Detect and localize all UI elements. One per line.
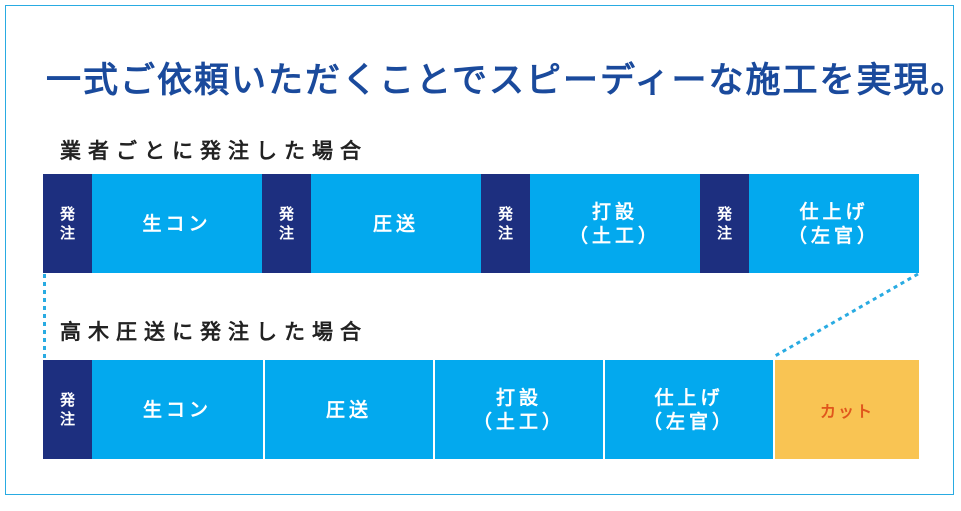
cut-box: カット [773, 360, 919, 459]
outer-frame [5, 5, 954, 495]
order-tag-char: 発 [59, 204, 75, 223]
step-finishing: 仕上げ （左官） [603, 360, 773, 459]
step-label: 打設 [591, 200, 638, 223]
step-pumping: 圧送 [311, 174, 481, 273]
step-label: 生コン [142, 212, 212, 235]
order-tag-char: 発 [497, 204, 513, 223]
step-placing: 打設 （土工） [530, 174, 700, 273]
step-label: 圧送 [325, 398, 372, 421]
order-tag-char: 注 [497, 223, 513, 242]
step-ready-mix: 生コン [92, 174, 262, 273]
order-tag: 発 注 [262, 174, 311, 273]
step-pumping: 圧送 [263, 360, 433, 459]
step-sublabel: （土工） [472, 410, 565, 433]
step-placing: 打設 （土工） [433, 360, 603, 459]
takagi-row: 発 注 生コン 圧送 打設 （土工） 仕上げ （左官） カット [43, 360, 919, 459]
step-label: 生コン [142, 398, 212, 421]
per-contractor-row: 発 注 生コン 発 注 圧送 発 注 打設 （土工） 発 注 仕上げ （左官） [43, 174, 919, 273]
step-label: 圧送 [372, 212, 419, 235]
step-label: 仕上げ [654, 386, 724, 409]
cut-label: カット [819, 401, 874, 421]
section-title-per-contractor: 業者ごとに発注した場合 [60, 138, 368, 163]
step-label: 打設 [495, 386, 542, 409]
order-tag-char: 注 [716, 223, 732, 242]
order-tag-char: 発 [278, 204, 294, 223]
order-tag-char: 発 [59, 390, 75, 409]
step-finishing: 仕上げ （左官） [749, 174, 919, 273]
headline: 一式ご依頼いただくことでスピーディーな施工を実現。 [46, 60, 961, 101]
order-tag-char: 注 [278, 223, 294, 242]
step-ready-mix: 生コン [92, 360, 263, 459]
order-tag-char: 発 [716, 204, 732, 223]
step-sublabel: （左官） [642, 410, 735, 433]
order-tag: 発 注 [43, 360, 92, 459]
order-tag: 発 注 [700, 174, 749, 273]
order-tag: 発 注 [481, 174, 530, 273]
order-tag: 発 注 [43, 174, 92, 273]
order-tag-char: 注 [59, 409, 75, 428]
step-label: 仕上げ [799, 200, 869, 223]
section-title-takagi: 高木圧送に発注した場合 [60, 319, 368, 344]
step-sublabel: （土工） [568, 224, 661, 247]
order-tag-char: 注 [59, 223, 75, 242]
step-sublabel: （左官） [787, 224, 880, 247]
